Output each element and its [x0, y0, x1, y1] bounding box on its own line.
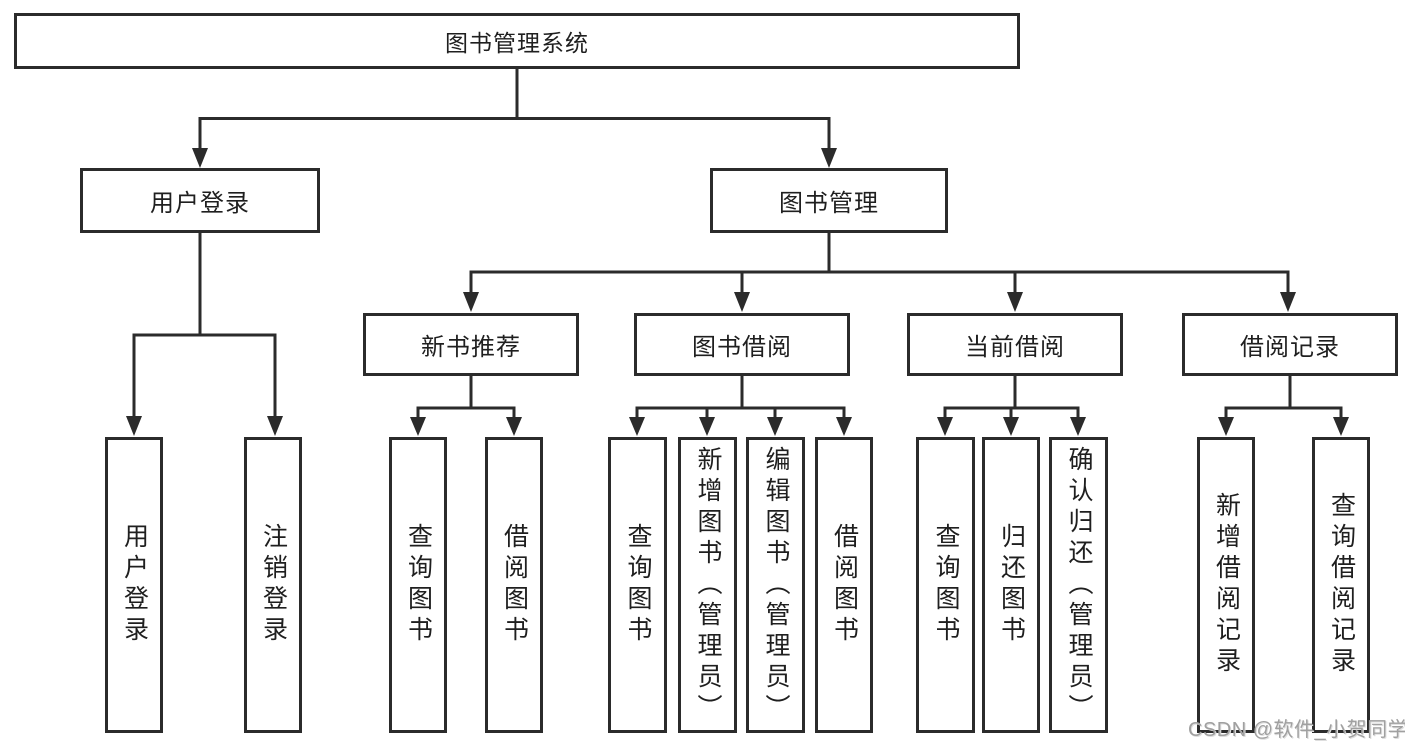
- connector-current-borrow-to-leaves: [937, 376, 1086, 436]
- connector-user-login-to-leaves: [126, 233, 283, 436]
- leaf-return-books: 归还图书: [982, 437, 1040, 733]
- node-current-borrow: 当前借阅: [907, 313, 1123, 376]
- leaf-confirm-return-admin: 确认归还（管理员）: [1049, 437, 1108, 733]
- connector-new-book-recommend-to-leaves: [410, 376, 522, 436]
- connector-book-borrow-to-leaves: [629, 376, 852, 436]
- leaf-user-login: 用户登录: [105, 437, 163, 733]
- leaf-query-books-borrow: 查询图书: [608, 437, 667, 733]
- connector-borrow-records-to-leaves: [1218, 376, 1349, 436]
- leaf-add-borrow-record: 新增借阅记录: [1197, 437, 1255, 733]
- node-user-login: 用户登录: [80, 168, 320, 233]
- leaf-query-books-recommend: 查询图书: [389, 437, 447, 733]
- leaf-query-books-current: 查询图书: [916, 437, 975, 733]
- connector-book-management-to-level3: [463, 233, 1296, 312]
- node-new-book-recommend: 新书推荐: [363, 313, 579, 376]
- leaf-add-books-admin: 新增图书（管理员）: [678, 437, 737, 733]
- node-book-borrow: 图书借阅: [634, 313, 850, 376]
- node-book-management: 图书管理: [710, 168, 948, 233]
- leaf-borrow-books: 借阅图书: [815, 437, 873, 733]
- node-library-management-system: 图书管理系统: [14, 13, 1020, 69]
- csdn-watermark: CSDN @软件_小贺同学: [1188, 719, 1405, 741]
- leaf-query-borrow-record: 查询借阅记录: [1312, 437, 1370, 733]
- leaf-edit-books-admin: 编辑图书（管理员）: [746, 437, 805, 733]
- leaf-logout: 注销登录: [244, 437, 302, 733]
- leaf-borrow-books-recommend: 借阅图书: [485, 437, 543, 733]
- node-borrow-records: 借阅记录: [1182, 313, 1398, 376]
- connector-root-to-level2: [192, 69, 837, 168]
